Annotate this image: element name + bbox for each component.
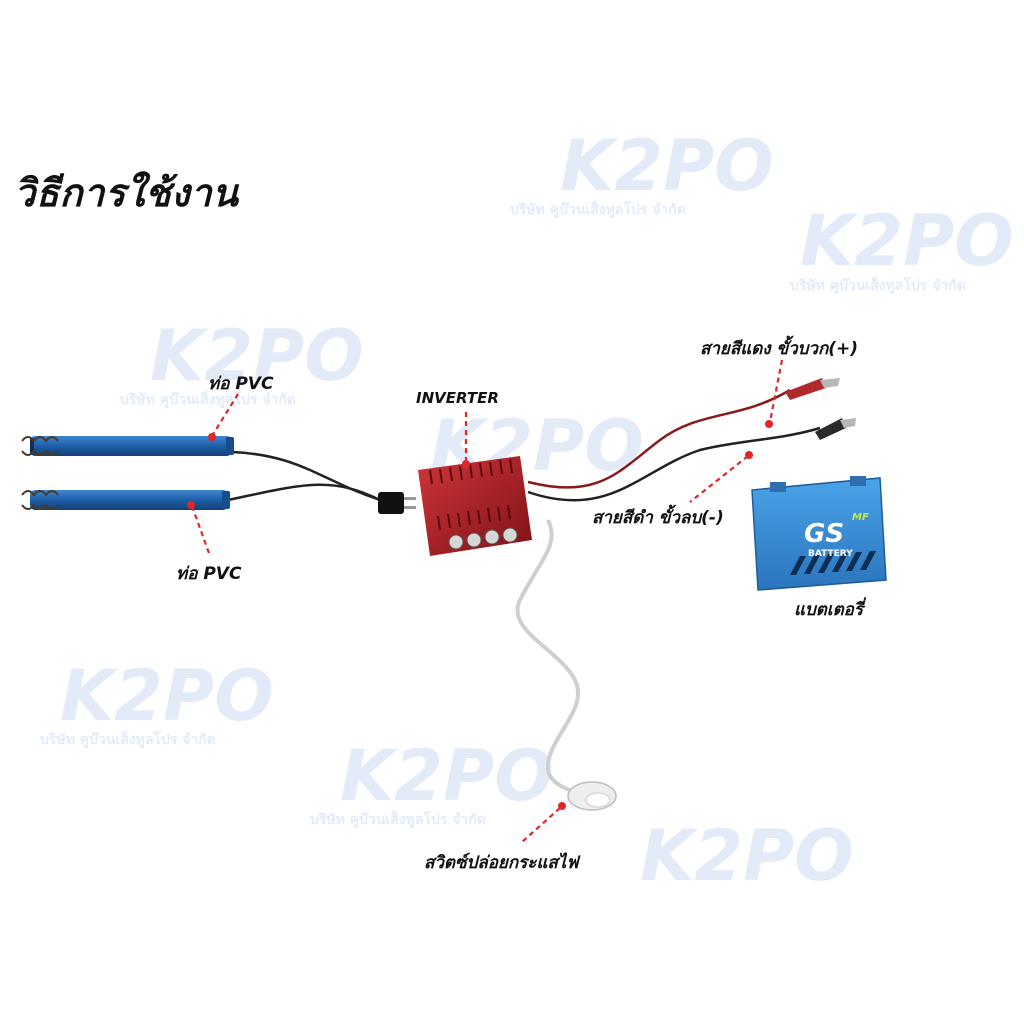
switch-cord	[515, 519, 580, 794]
watermark-company: บริษัท คูบ๊วนเส็งทูลโปร จำกัด	[40, 730, 216, 748]
release-switch	[567, 781, 617, 811]
watermark-company: บริษัท คูบ๊วนเส็งทูลโปร จำกัด	[790, 276, 966, 294]
pvc-pipe-bottom	[21, 490, 230, 510]
label-black-cable: สายสีดำ ขั้วลบ(-)	[592, 508, 724, 528]
battery-brand-logo: GS	[804, 519, 844, 549]
watermark-logo: K2PO	[150, 315, 364, 397]
watermark-logo: K2PO	[340, 735, 554, 817]
label-inverter: INVERTER	[416, 389, 499, 407]
pointer-red-cable	[768, 359, 784, 423]
red-clamp	[785, 378, 840, 400]
battery-brand-sub: BATTERY	[808, 549, 853, 559]
watermark-logo: K2PO	[800, 200, 1014, 282]
pointer-lines	[190, 359, 784, 843]
battery-badge: MF	[852, 512, 869, 523]
label-pvc-pipe-bottom: ท่อ PVC	[176, 564, 242, 584]
watermark-group: K2PO บริษัท คูบ๊วนเส็งทูลโปร จำกัด K2PO …	[40, 125, 1014, 897]
watermark-logo: K2PO	[560, 125, 774, 207]
inverter-box	[418, 456, 532, 556]
pipe-bottom-cable	[227, 483, 381, 502]
red-cable	[527, 388, 791, 489]
label-battery: แบตเตอรี่	[794, 600, 863, 620]
pointer-pvc-bottom	[190, 505, 212, 557]
label-pvc-pipe-top: ท่อ PVC	[208, 374, 274, 394]
watermark-company: บริษัท คูบ๊วนเส็งทูลโปร จำกัด	[510, 200, 686, 218]
label-red-cable: สายสีแดง ขั้วบวก(+)	[700, 339, 859, 359]
pointer-dots	[187, 420, 773, 810]
pipe-top-cable	[231, 450, 381, 502]
watermark-company: บริษัท คูบ๊วนเส็งทูลโปร จำกัด	[310, 810, 486, 828]
pvc-pipe-top	[21, 436, 234, 456]
car-battery: GS BATTERY MF	[751, 476, 887, 591]
power-plug	[378, 492, 416, 514]
pointer-black-cable	[689, 455, 749, 503]
watermark-logo: K2PO	[640, 815, 854, 897]
black-cable	[527, 426, 821, 502]
watermark-company: บริษัท คูบ๊วนเส็งทูลโปร จำกัด	[120, 390, 296, 408]
label-switch: สวิตซ์ปล่อยกระแสไฟ	[424, 853, 579, 873]
black-clamp	[815, 418, 856, 440]
watermark-logo: K2PO	[60, 655, 274, 737]
page-title: วิธีการใช้งาน	[14, 171, 239, 215]
